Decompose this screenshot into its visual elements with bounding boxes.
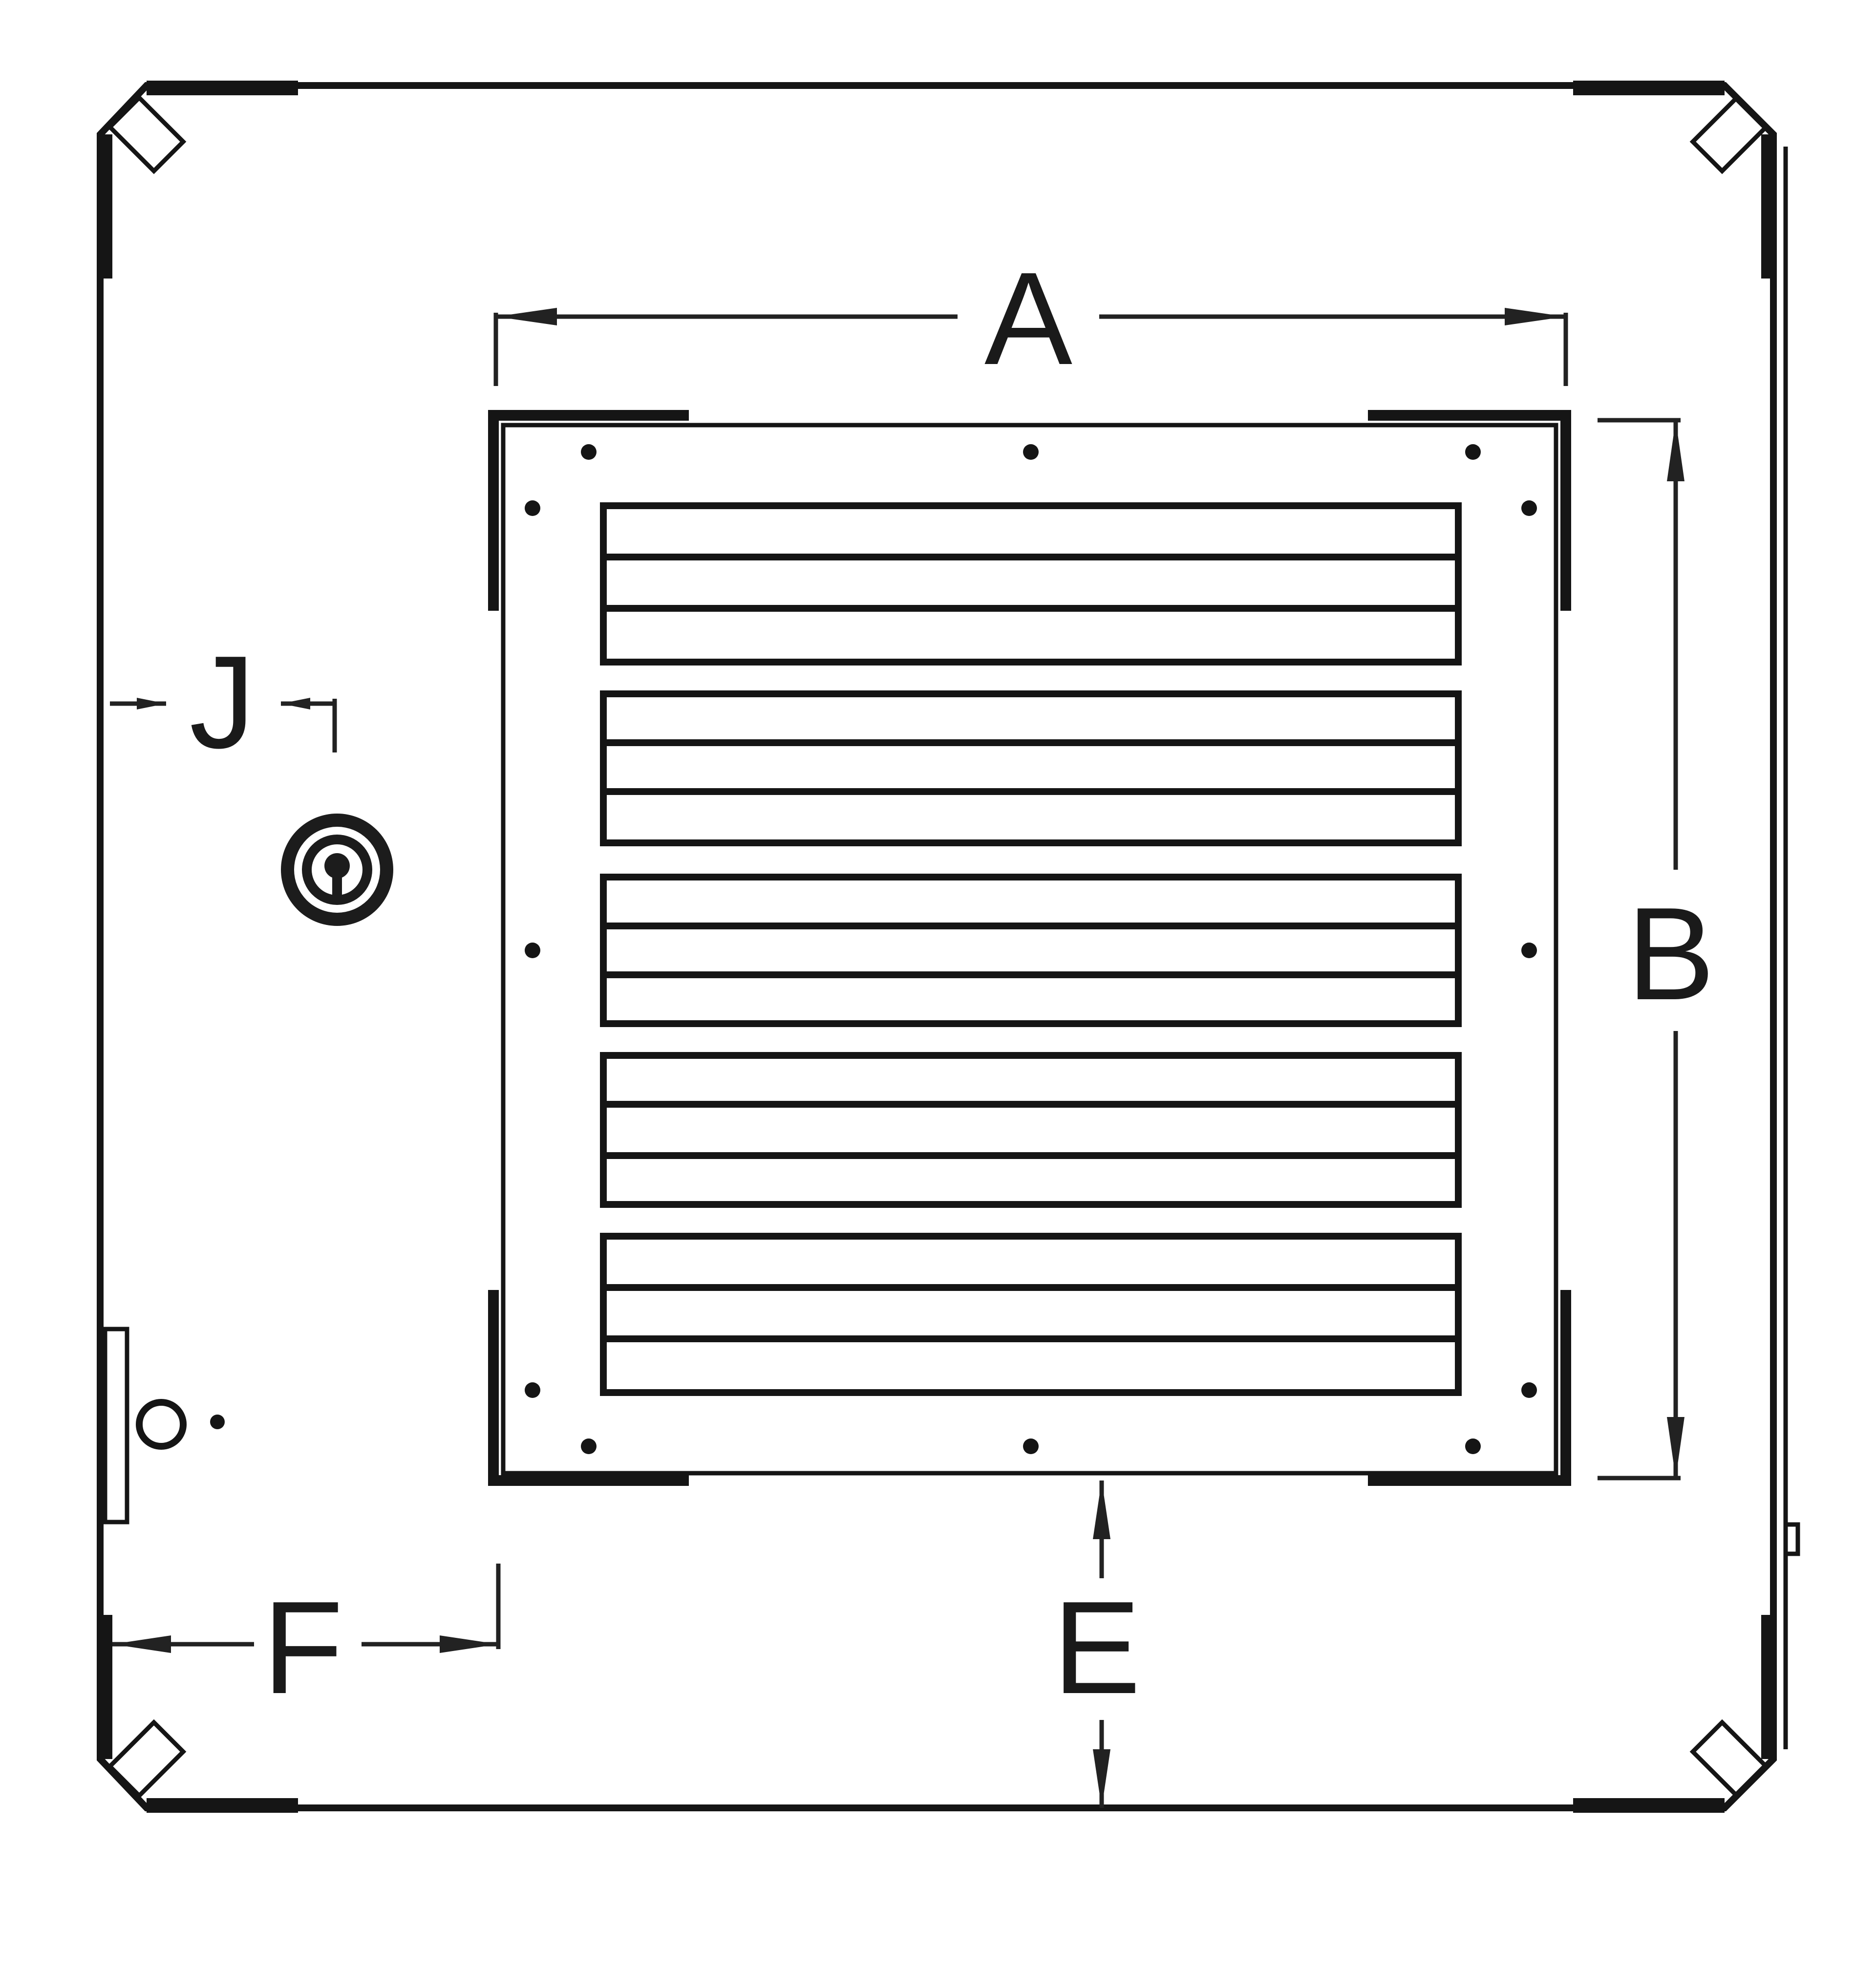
lock-icon xyxy=(281,814,393,926)
dimension-f: F xyxy=(112,1564,501,1721)
door-corner-accents xyxy=(98,81,1776,1813)
louver-group xyxy=(600,1233,1462,1396)
dimension-a: A xyxy=(493,245,1568,392)
vent-panel xyxy=(488,410,1571,1486)
corner-clips xyxy=(107,94,1769,1799)
louver-group xyxy=(600,1052,1462,1208)
louver-group xyxy=(600,502,1462,665)
dimension-a-label: A xyxy=(984,245,1073,392)
dimension-f-label: F xyxy=(263,1574,343,1721)
vent-panel-screws xyxy=(525,444,1537,1454)
louver-group xyxy=(600,874,1462,1027)
dimension-b: B xyxy=(1598,418,1715,1481)
door-right-tab xyxy=(1783,1522,1800,1556)
dimension-j: J xyxy=(110,629,337,776)
louver-group xyxy=(600,690,1462,846)
vent-panel-corner-brackets xyxy=(488,410,1571,1486)
dimension-e-label: E xyxy=(1053,1574,1141,1721)
hinge-icon xyxy=(103,1327,225,1524)
cabinet-door xyxy=(97,81,1800,1813)
dimension-j-label: J xyxy=(190,629,256,776)
dimension-b-label: B xyxy=(1627,880,1715,1028)
vent-panel-frame xyxy=(501,423,1558,1476)
dimension-e: E xyxy=(1053,1481,1141,1808)
